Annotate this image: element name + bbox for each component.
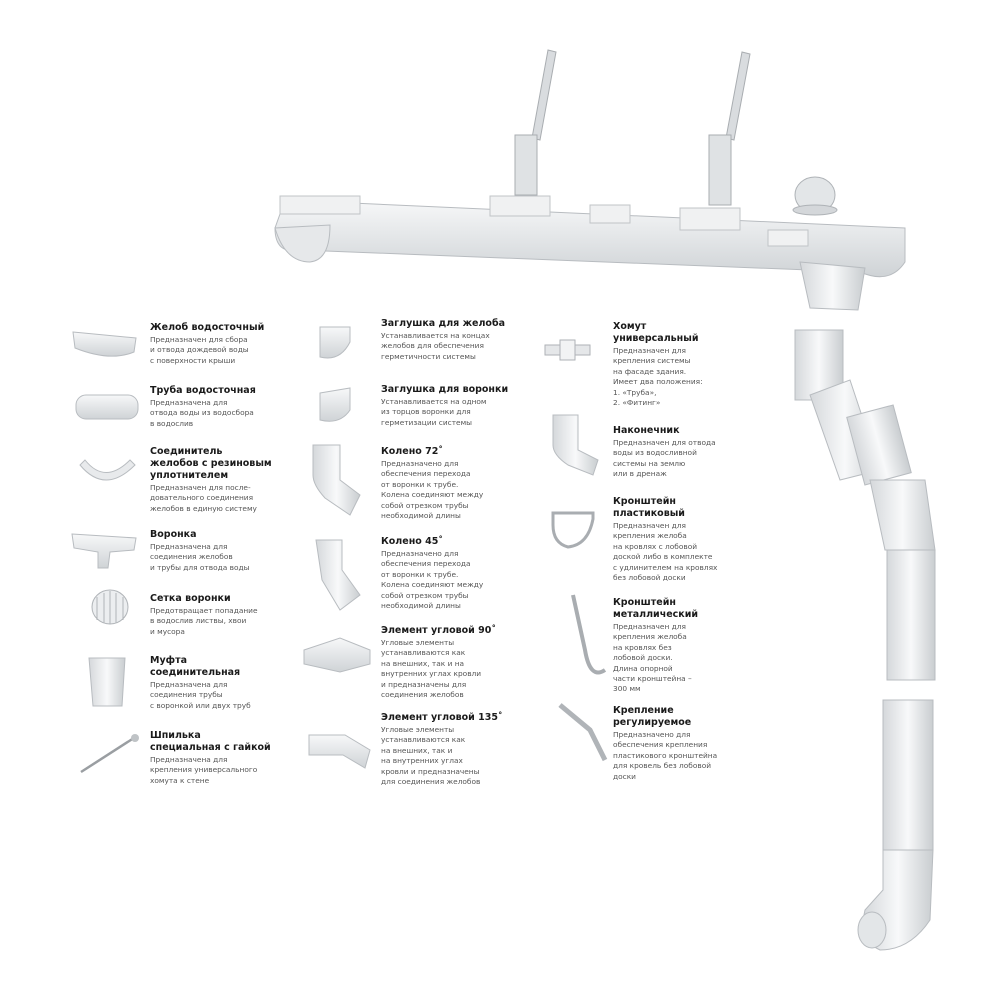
item-desc: Предназначен для после- довательного сое… [150, 483, 257, 513]
item-title: Воронка [150, 529, 197, 540]
item-desc: Предназначена для крепления универсально… [150, 755, 258, 785]
funnel-icon [71, 533, 137, 569]
item-title: Соединитель желобов с резиновым уплотнит… [150, 446, 272, 481]
corner-90-icon [303, 637, 371, 673]
item-desc: Предназначен для сбора и отвода дождевой… [150, 335, 249, 365]
elbow-72-icon [312, 444, 361, 516]
item-title: Заглушка для желоба [381, 318, 505, 329]
funnel-grate-icon [91, 589, 129, 625]
item-title: Элемент угловой 90˚ [381, 625, 497, 636]
item-corner-135: Элемент угловой 135˚ Угловые элементы уст… [381, 712, 551, 787]
item-corner-90: Элемент угловой 90˚ Угловые элементы уста… [381, 625, 551, 700]
item-elbow-45: Колено 45˚ Предназначено для обеспечения … [381, 536, 551, 611]
item-title: Заглушка для воронки [381, 384, 509, 395]
gutter-icon [72, 331, 137, 357]
gutter-connector-icon [79, 459, 136, 481]
stud-bolt-icon [80, 734, 139, 774]
item-desc: Угловые элементы устанавливаются как на … [381, 638, 482, 700]
item-title: Труба водосточная [150, 385, 256, 396]
pipe-icon [75, 394, 139, 420]
item-title: Шпилька специальная с гайкой [150, 730, 271, 753]
item-desc: Угловые элементы устанавливаются как на … [381, 725, 481, 787]
funnel-end-cap-icon [319, 387, 351, 422]
downpipe [794, 261, 936, 951]
elbow-45-icon [315, 539, 361, 611]
funnel-grate [792, 176, 838, 216]
item-desc: Предназначен для крепления желоба на кро… [613, 622, 692, 694]
item-desc: Предназначена для отвода воды из водосбо… [150, 398, 254, 428]
item-desc: Предназначена для соединения трубы с вор… [150, 680, 251, 710]
item-elbow-72: Колено 72˚ Предназначено для обеспечения … [381, 446, 551, 521]
item-title: Крепление регулируемое [613, 705, 692, 728]
coupling-icon [88, 657, 126, 707]
outlet-elbow-icon [552, 414, 599, 476]
item-title: Колено 45˚ [381, 536, 444, 547]
bracket-left [514, 49, 557, 196]
plastic-bracket-icon [551, 511, 595, 549]
item-desc: Предназначено для обеспечения крепления … [613, 730, 718, 781]
bracket-right [708, 51, 751, 206]
item-title: Хомут универсальный [613, 321, 699, 344]
item-title: Элемент угловой 135˚ [381, 712, 503, 723]
item-title: Сетка воронки [150, 593, 231, 604]
item-gutter-connector: Соединитель желобов с резиновым уплотнит… [150, 446, 320, 514]
item-title: Кронштейн металлический [613, 597, 699, 620]
item-desc: Предназначен для отвода воды из водослив… [613, 438, 716, 479]
item-desc: Предназначен для крепления желоба на кро… [613, 521, 718, 583]
item-desc: Устанавливается на концах желобов для об… [381, 331, 490, 361]
item-desc: Устанавливается на одном из торцов ворон… [381, 397, 487, 427]
corner-135-icon [308, 734, 371, 769]
item-desc: Предназначена для соединения желобов и т… [150, 542, 250, 572]
item-title: Колено 72˚ [381, 446, 444, 457]
item-title: Желоб водосточный [150, 322, 265, 333]
item-title: Кронштейн пластиковый [613, 496, 685, 519]
adjustable-mount-icon [558, 703, 608, 762]
item-desc: Предназначено для обеспечения перехода о… [381, 459, 484, 521]
item-desc: Предотвращает попадание в водослив листв… [150, 606, 258, 636]
gutter [274, 195, 906, 278]
pipe-clamp-icon [544, 339, 591, 361]
item-desc: Предназначен для крепления системы на фа… [613, 346, 703, 408]
item-title: Наконечник [613, 425, 680, 436]
metal-bracket-icon [571, 594, 607, 675]
gutter-end-cap-icon [319, 326, 351, 359]
item-title: Муфта соединительная [150, 655, 241, 678]
item-desc: Предназначено для обеспечения перехода о… [381, 549, 484, 611]
